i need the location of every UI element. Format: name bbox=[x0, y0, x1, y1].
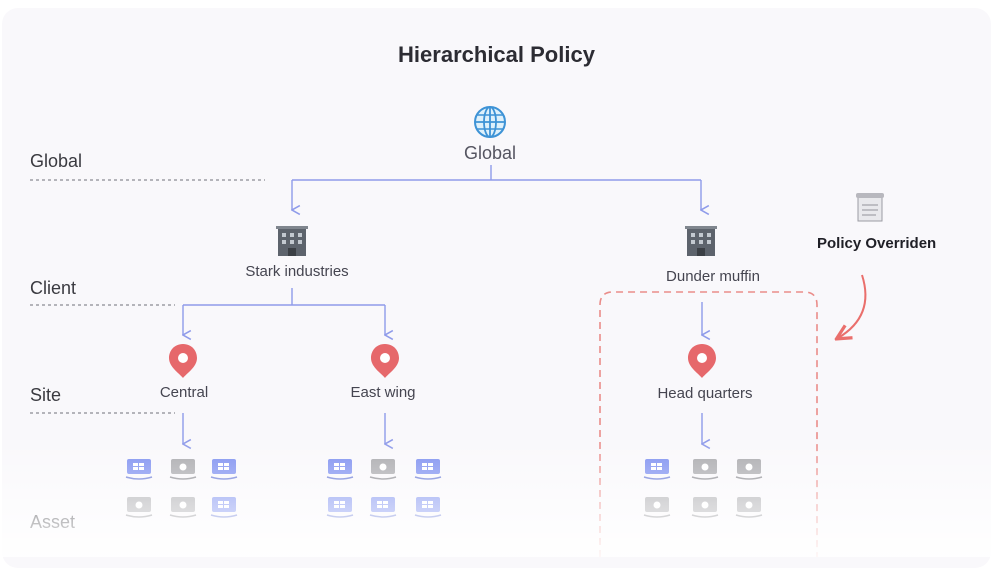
asset-group-east-wing bbox=[326, 458, 442, 518]
node-label-central: Central bbox=[159, 384, 209, 401]
windows-laptop-icon bbox=[125, 458, 153, 480]
windows-laptop-icon bbox=[643, 458, 671, 480]
apple-laptop-icon bbox=[369, 458, 397, 480]
apple-laptop-icon bbox=[735, 458, 763, 480]
globe-icon bbox=[474, 106, 506, 138]
policy-overriden-label: Policy Overriden bbox=[817, 235, 937, 252]
apple-laptop-icon bbox=[691, 458, 719, 480]
asset-group-central bbox=[125, 458, 238, 518]
level-label-client: Client bbox=[30, 278, 77, 298]
windows-laptop-icon bbox=[326, 496, 354, 518]
asset-group-head-quarters bbox=[643, 458, 763, 518]
apple-laptop-icon bbox=[169, 458, 197, 480]
apple-laptop-icon bbox=[691, 496, 719, 518]
apple-laptop-icon bbox=[643, 496, 671, 518]
level-label-global: Global bbox=[30, 151, 83, 171]
windows-laptop-icon bbox=[210, 496, 238, 518]
node-label-head-quarters: Head quarters bbox=[657, 385, 753, 402]
level-label-site: Site bbox=[30, 385, 62, 405]
location-pin-icon-head-quarters bbox=[688, 344, 716, 378]
windows-laptop-icon bbox=[414, 458, 442, 480]
document-icon bbox=[856, 193, 884, 222]
apple-laptop-icon bbox=[169, 496, 197, 518]
override-arrow bbox=[838, 274, 867, 338]
windows-laptop-icon bbox=[414, 496, 442, 518]
windows-laptop-icon bbox=[326, 458, 354, 480]
apple-laptop-icon bbox=[735, 496, 763, 518]
apple-laptop-icon bbox=[125, 496, 153, 518]
connectors-sites bbox=[183, 413, 702, 444]
node-label-dunder-muffin: Dunder muffin bbox=[666, 268, 760, 285]
node-label-east-wing: East wing bbox=[350, 384, 416, 401]
windows-laptop-icon bbox=[369, 496, 397, 518]
override-region bbox=[599, 291, 818, 557]
windows-laptop-icon bbox=[210, 458, 238, 480]
location-pin-icon-central bbox=[169, 344, 197, 378]
node-label-global: Global bbox=[463, 143, 517, 163]
diagram-title: Hierarchical Policy bbox=[398, 42, 595, 67]
building-icon-stark bbox=[276, 226, 308, 256]
connectors-global bbox=[292, 165, 701, 210]
node-label-stark-industries: Stark industries bbox=[245, 263, 349, 280]
building-icon-dunder bbox=[685, 226, 717, 256]
connectors-stark bbox=[183, 288, 385, 335]
location-pin-icon-east-wing bbox=[371, 344, 399, 378]
